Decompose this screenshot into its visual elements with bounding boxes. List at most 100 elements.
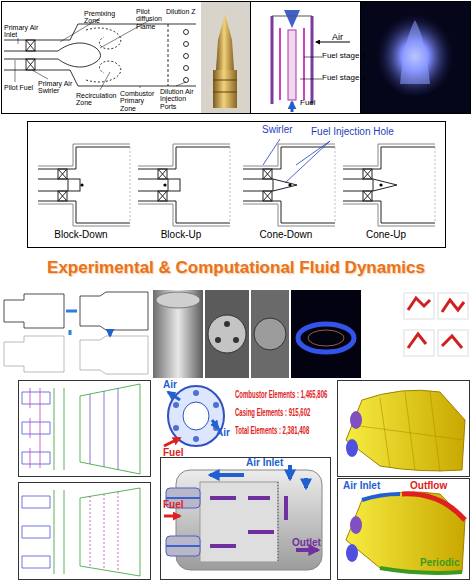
flame-photo xyxy=(291,290,361,378)
part-label: Fuel xyxy=(163,500,184,511)
panel-frame xyxy=(28,122,446,248)
nozzle-tip xyxy=(284,10,300,28)
dilution-holes xyxy=(278,482,279,562)
leader-line xyxy=(300,57,322,79)
cap-line xyxy=(272,16,312,17)
nozzle-body xyxy=(213,70,237,108)
part-label: Block-Down xyxy=(33,230,129,241)
part-label: Fuel xyxy=(300,99,316,107)
nozzle-tip xyxy=(216,14,234,70)
plate xyxy=(208,315,246,353)
combustor-drawing xyxy=(80,336,148,374)
part-label: Recirculation Zone xyxy=(76,92,126,107)
part-label: Total Elements : 2,381,408 xyxy=(235,426,309,437)
part-label: Fuel xyxy=(163,448,184,459)
swirler-vane xyxy=(173,425,179,431)
part-label: Pilot Fuel xyxy=(4,84,33,91)
outer-tube xyxy=(272,16,312,104)
part-label: Block-Up xyxy=(133,230,229,241)
fuel-arrow xyxy=(291,102,294,112)
part-label: Combustor Elements : 1,465,806 xyxy=(235,390,327,401)
hardware-photo xyxy=(156,292,200,308)
part-label: Periodic xyxy=(420,558,459,569)
outflow-boundary xyxy=(402,494,465,520)
air-arrow xyxy=(288,465,292,479)
liner xyxy=(200,482,278,562)
zone-boundary xyxy=(168,24,169,86)
part-label: Casing Elements : 915,602 xyxy=(235,408,310,419)
nozzle-photo xyxy=(201,2,250,113)
hole xyxy=(233,337,239,343)
liner-wireframe xyxy=(54,488,140,576)
fuel-hole xyxy=(379,183,382,186)
swirler-ring xyxy=(168,386,224,446)
pilot-flame xyxy=(58,43,101,67)
block-body xyxy=(68,179,80,191)
nozzle xyxy=(350,516,362,534)
part-label: Primary Air Swirler xyxy=(38,80,74,95)
fuel-hole xyxy=(80,183,382,186)
flame xyxy=(400,20,430,84)
panel-frame xyxy=(161,458,331,580)
part-label: Primary Air Inlet xyxy=(4,24,40,39)
nozzle-groove xyxy=(213,80,237,92)
mesh-line xyxy=(352,392,464,472)
part-label: Combustor Primary Zone xyxy=(120,90,158,112)
swirler-symbol xyxy=(26,40,35,51)
part-label: Air xyxy=(216,428,230,439)
part-label: Air xyxy=(163,380,177,391)
leader-line xyxy=(263,139,330,183)
air-arrow xyxy=(210,473,244,477)
plate xyxy=(254,318,286,350)
panel-frame xyxy=(338,479,470,580)
nozzle-wireframe xyxy=(22,496,50,568)
flame-photo xyxy=(361,2,470,113)
swirler-vane xyxy=(173,402,179,408)
flame-ring xyxy=(308,330,344,346)
dilution-port xyxy=(184,78,189,83)
part-label: Air Inlet xyxy=(246,458,283,469)
swirler-vane xyxy=(193,390,199,396)
swirler-symbol xyxy=(26,59,35,70)
mesh-domain xyxy=(346,390,465,471)
liner-wireframe xyxy=(54,384,140,474)
swirler-vane xyxy=(173,390,219,442)
fuel-hole xyxy=(163,183,166,186)
dilution-port xyxy=(184,54,189,59)
flame-ring xyxy=(298,324,354,352)
leader-line xyxy=(15,18,186,90)
part-label: Dilution Z xyxy=(166,8,196,15)
combustor-schematic xyxy=(4,18,196,90)
fuel-channel xyxy=(288,30,296,100)
part-label: Fuel stage 1 xyxy=(322,74,366,82)
combustor-wall xyxy=(4,24,196,86)
periodic-boundary xyxy=(380,568,462,573)
air-arrow xyxy=(304,478,308,488)
hole xyxy=(215,337,221,343)
pilot-pipe xyxy=(4,51,58,59)
part-label: Outlet xyxy=(292,538,321,549)
part-label: Cone-Down xyxy=(238,230,334,241)
combustor-outline xyxy=(343,144,435,226)
nozzle xyxy=(346,439,358,457)
nozzle-wireframe xyxy=(22,392,50,464)
block-body xyxy=(168,179,180,191)
air-arrow xyxy=(212,420,218,428)
inlet-boundary xyxy=(362,494,400,500)
swirler-vane xyxy=(213,402,219,408)
recirculation-arrow xyxy=(86,61,121,82)
dilution-port xyxy=(184,30,189,35)
part-label: Dilution Air Injection Ports xyxy=(160,88,198,110)
cfd-thumb xyxy=(404,293,434,319)
air-arrow xyxy=(168,392,180,400)
cone-body xyxy=(373,179,397,191)
part-label: Cone-Up xyxy=(338,230,434,241)
fuel-arrow xyxy=(164,438,180,446)
panel-frame xyxy=(19,483,151,580)
hardware-photo xyxy=(205,290,249,378)
fuel-hole xyxy=(80,183,83,186)
liner-wireframe xyxy=(90,492,118,572)
combustor-drawing xyxy=(4,336,148,374)
part-label: Premixing Zone xyxy=(84,10,122,25)
